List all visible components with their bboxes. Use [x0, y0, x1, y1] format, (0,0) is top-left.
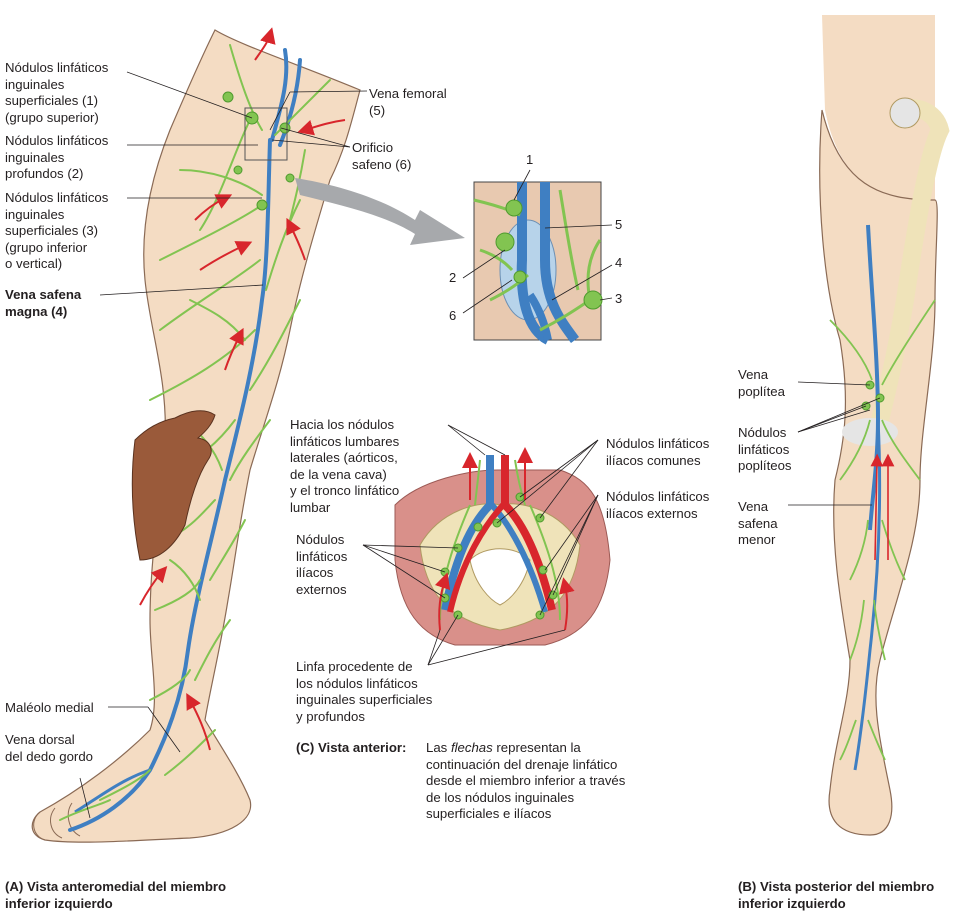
femur-b [871, 99, 950, 429]
inset-number-1: 1 [526, 152, 534, 167]
torso-b [822, 15, 935, 200]
leader-lines [79, 71, 881, 819]
popliteal-vein-b [866, 224, 881, 531]
ivc [441, 455, 494, 611]
caption-c-pre: Las [426, 740, 451, 755]
label-great-saphenous-vein: Vena safena magna (4) [5, 287, 82, 319]
caption-panel-c: (C) Vista anterior: Las flechas represen… [296, 740, 696, 821]
caption-panel-c-body: Las flechas representan la continuación … [426, 740, 696, 823]
inset-number-2: 2 [449, 270, 457, 285]
label-saphenous-opening: Orificio safeno (6) [352, 140, 412, 172]
examiner-hand [131, 410, 216, 561]
panel-c-pelvis [394, 447, 611, 646]
zoom-pointer-arrow [295, 178, 465, 245]
dorsal-vein-a [74, 768, 151, 814]
toes-a [33, 802, 81, 841]
small-saphenous-vein-b [853, 419, 882, 771]
label-external-iliac-nodes-left: Nódulos linfáticos ilíacos externos [296, 532, 348, 597]
inset-number-3: 3 [615, 291, 623, 306]
flow-arrows-a [139, 27, 346, 751]
inset-number-6: 6 [449, 308, 457, 323]
label-lumbar-nodes: Hacia los nódulos linfáticos lumbares la… [290, 417, 400, 515]
panel-a-leg [31, 27, 361, 843]
femoral-vein-a [270, 48, 302, 147]
femoral-head-b [889, 97, 921, 129]
label-common-iliac-nodes: Nódulos linfáticos ilíacos comunes [606, 436, 710, 468]
label-small-saphenous-vein: Vena safena menor [738, 499, 778, 547]
inset-number-5: 5 [615, 217, 623, 232]
label-femoral-vein: Vena femoral (5) [369, 86, 447, 118]
label-deep-inguinal: Nódulos linfáticos inguinales profundos … [5, 133, 109, 181]
label-lymph-from-inguinal: Linfa procedente de los nódulos linfátic… [296, 659, 433, 724]
label-superficial-inguinal-upper: Nódulos linfáticos inguinales superficia… [5, 60, 109, 125]
caption-panel-c-title: (C) Vista anterior: [296, 740, 407, 755]
label-popliteal-vein: Vena poplítea [738, 367, 785, 399]
label-dorsal-vein-great-toe: Vena dorsal del dedo gordo [5, 732, 93, 764]
saphenous-region-box [244, 107, 288, 161]
aorta [501, 455, 556, 611]
label-external-iliac-nodes-right: Nódulos linfáticos ilíacos externos [606, 489, 710, 521]
caption-c-arrows-word: flechas [450, 740, 493, 755]
inset-number-4: 4 [615, 255, 623, 270]
caption-panel-b: (B) Vista posterior del miembro inferior… [738, 879, 935, 911]
lymph-network-a [59, 44, 331, 821]
caption-panel-a: (A) Vista anteromedial del miembro infer… [5, 879, 227, 911]
caption-c-post: representan la continuación del drenaje … [426, 740, 626, 821]
inset-saphenous-opening [462, 169, 613, 345]
label-popliteal-nodes: Nódulos linfáticos poplíteos [738, 425, 792, 473]
panel-b-leg [819, 15, 950, 836]
label-superficial-inguinal-lower: Nódulos linfáticos inguinales superficia… [5, 190, 109, 271]
label-medial-malleolus: Maléolo medial [5, 700, 94, 715]
